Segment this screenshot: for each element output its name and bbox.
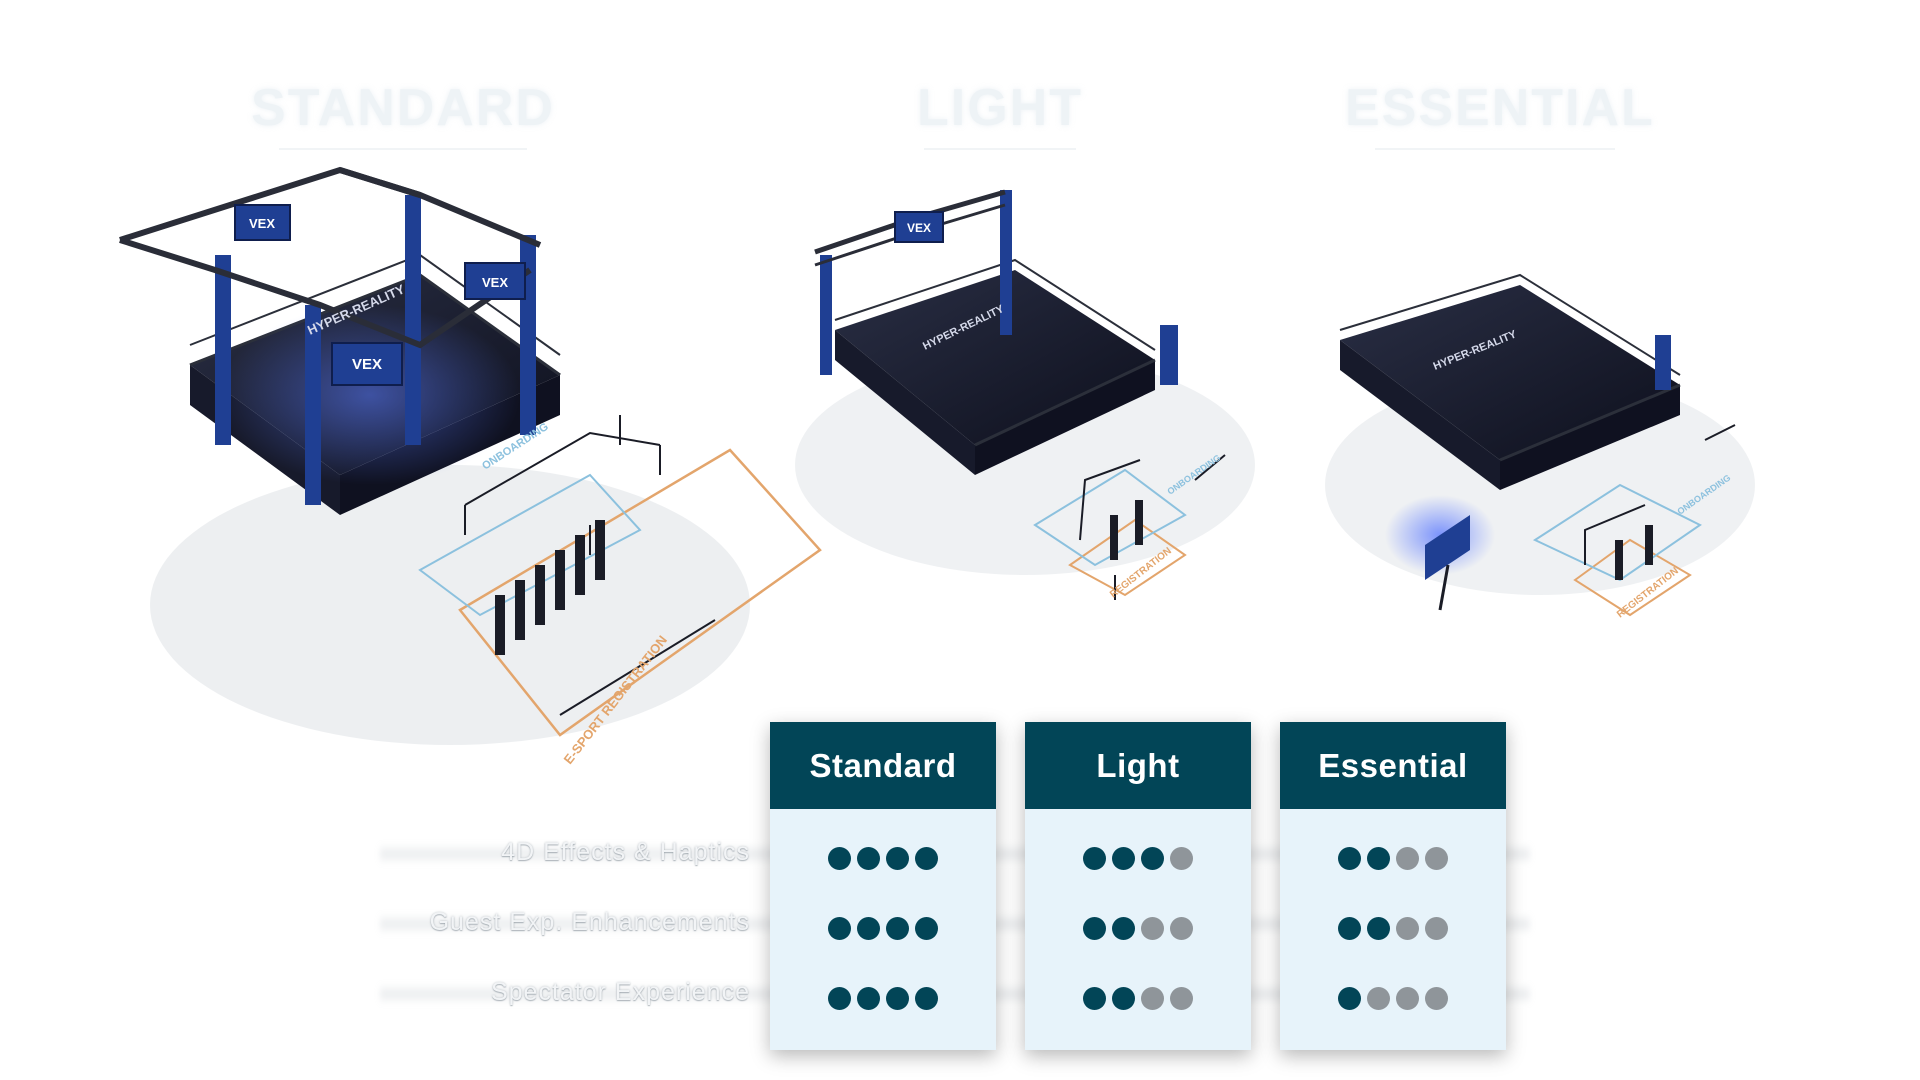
rating-dot-empty (1141, 917, 1164, 940)
rating-dot-filled (1338, 987, 1361, 1010)
rating-dot-filled (828, 847, 851, 870)
rating-dot-filled (1083, 987, 1106, 1010)
vex-logo-text: VEX (907, 221, 931, 235)
rating-spectator-experience (770, 987, 996, 1013)
rating-4d-effects (770, 847, 996, 873)
rating-guest-experience (1025, 917, 1251, 943)
rating-dot-filled (1083, 847, 1106, 870)
rating-dot-empty (1170, 917, 1193, 940)
tier-card-light: Light (1025, 722, 1251, 1050)
card-title: Essential (1280, 722, 1506, 809)
rating-dot-filled (1141, 847, 1164, 870)
rating-dot-filled (1112, 987, 1135, 1010)
rating-dot-empty (1425, 917, 1448, 940)
feature-label-spectator-experience: Spectator Experience (490, 978, 750, 1006)
rating-dot-filled (1112, 917, 1135, 940)
feature-label-4d-effects: 4D Effects & Haptics (501, 838, 750, 866)
rating-dot-filled (886, 847, 909, 870)
rating-dot-empty (1396, 987, 1419, 1010)
rating-dot-empty (1141, 987, 1164, 1010)
registration-zone-outline (1573, 538, 1692, 617)
rating-dot-empty (1170, 847, 1193, 870)
rating-4d-effects (1025, 847, 1251, 873)
arena-illustration-light: VEX HYPER-REALITY ONBOARDING REGISTRATIO… (795, 189, 1285, 610)
rating-dot-empty (1396, 847, 1419, 870)
rating-guest-experience (770, 917, 996, 943)
rating-dot-filled (915, 987, 938, 1010)
rating-dot-filled (1112, 847, 1135, 870)
rating-dot-filled (857, 917, 880, 940)
tier-heading-light: LIGHT (905, 78, 1095, 150)
rating-dot-filled (857, 987, 880, 1010)
tier-card-standard: Standard (770, 722, 996, 1050)
vex-logo-text: VEX (482, 275, 508, 290)
rating-4d-effects (1280, 847, 1506, 873)
rating-dot-filled (886, 987, 909, 1010)
rating-dot-empty (1170, 987, 1193, 1010)
rating-dot-filled (1338, 917, 1361, 940)
rating-spectator-experience (1025, 987, 1251, 1013)
rating-dot-empty (1425, 987, 1448, 1010)
rating-dot-empty (1425, 847, 1448, 870)
rating-dot-filled (1083, 917, 1106, 940)
tier-card-essential: Essential (1280, 722, 1506, 1050)
vex-logo-text: VEX (352, 356, 382, 373)
rating-dot-empty (1396, 917, 1419, 940)
registration-zone-outline (458, 448, 822, 737)
arena-illustration-standard: VEX VEX VEX HYPER-REALITY ONBOARDING E-S… (119, 166, 822, 775)
card-title: Light (1025, 722, 1251, 809)
rating-guest-experience (1280, 917, 1506, 943)
vex-logo-text: VEX (249, 216, 275, 231)
onboarding-zone-outline (1033, 468, 1187, 567)
arena-illustration-essential: HYPER-REALITY ONBOARDING REGISTRATION (1320, 273, 1780, 650)
rating-dot-filled (828, 987, 851, 1010)
rating-dot-filled (915, 847, 938, 870)
rating-dot-empty (1367, 987, 1390, 1010)
rating-dot-filled (857, 847, 880, 870)
rating-dot-filled (915, 917, 938, 940)
feature-label-guest-experience: Guest Exp. Enhancements (429, 908, 750, 936)
onboarding-zone-outline (418, 473, 642, 617)
rating-dot-filled (1367, 917, 1390, 940)
rating-spectator-experience (1280, 987, 1506, 1013)
tier-heading-standard: STANDARD (248, 78, 558, 150)
onboarding-zone-outline (1532, 483, 1702, 582)
card-title: Standard (770, 722, 996, 809)
rating-dot-filled (886, 917, 909, 940)
rating-dot-filled (1367, 847, 1390, 870)
rating-dot-filled (828, 917, 851, 940)
rating-dot-filled (1338, 847, 1361, 870)
tier-heading-essential: ESSENTIAL (1345, 79, 1655, 150)
